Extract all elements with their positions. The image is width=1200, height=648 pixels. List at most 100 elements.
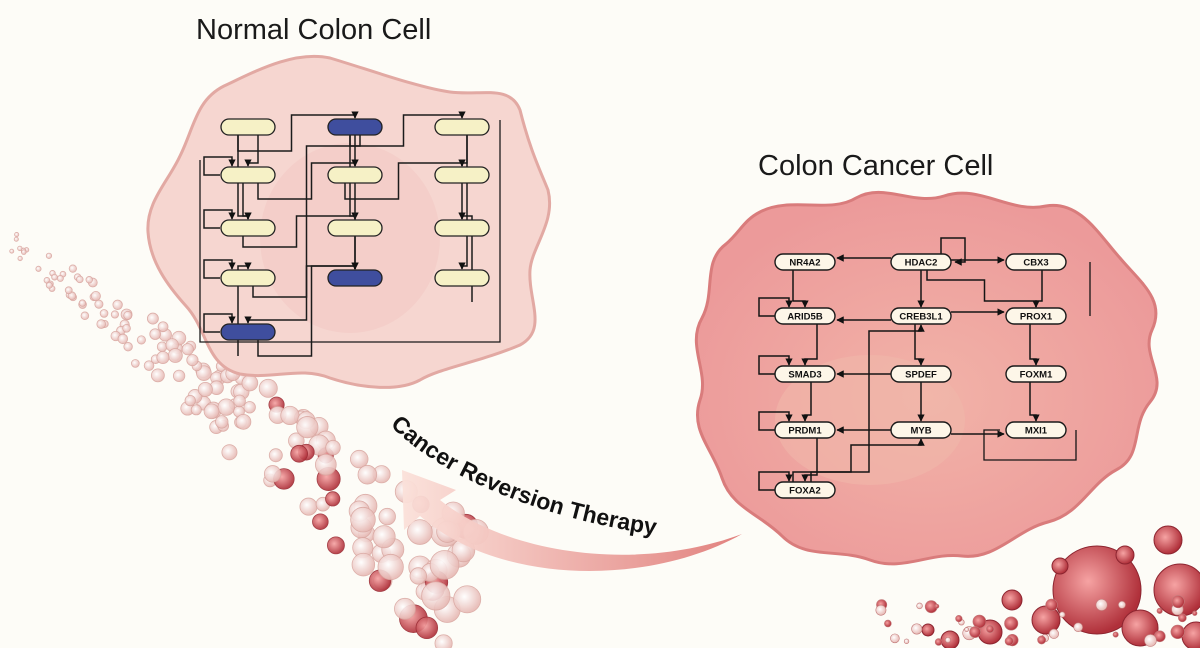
cell-bubble — [215, 415, 229, 429]
normal-edge — [458, 127, 468, 270]
cancer-edge — [792, 438, 925, 482]
cell-bubble — [394, 597, 416, 620]
cancer-cell-bubble — [1181, 621, 1200, 648]
cell-bubble — [453, 585, 482, 614]
cancer-cell-bubble — [875, 604, 887, 616]
cancer-cell-bubble — [921, 623, 935, 637]
cancer-cell-bubble — [972, 614, 987, 629]
cancer-cell-bubble — [934, 638, 943, 646]
cell-bubble — [45, 281, 53, 289]
cell-bubble — [258, 378, 278, 398]
cell-bubble — [167, 348, 183, 363]
cancer-node-label-prdm1: PRDM1 — [788, 426, 822, 437]
normal-self-loop — [203, 313, 236, 333]
cancer-self-loop — [758, 297, 793, 317]
cell-bubble — [233, 394, 246, 408]
cell-bubble — [241, 374, 259, 392]
cancer-cell-bubble — [890, 633, 900, 644]
cancer-node-label-arid5b: ARID5B — [787, 312, 823, 323]
cell-bubble — [421, 581, 451, 611]
cancer-cell-bubble — [1095, 598, 1108, 611]
cell-bubble — [35, 265, 42, 272]
cell-bubble — [78, 299, 87, 307]
cell-bubble — [315, 453, 337, 476]
cell-bubble — [21, 249, 27, 255]
cell-bubble — [150, 368, 165, 383]
cancer-cell-bubble — [1051, 557, 1069, 575]
cancer-cell-bubble — [1178, 613, 1187, 623]
cancer-cell-bubble — [1153, 525, 1183, 555]
cell-bubble — [149, 328, 161, 340]
cell-bubble — [203, 403, 220, 420]
cancer-edge — [983, 262, 1091, 461]
cell-bubble — [357, 464, 378, 485]
normal-node-n1 — [220, 118, 276, 136]
cell-bubble — [13, 236, 19, 242]
cell-bubble — [190, 404, 202, 416]
cell-bubble — [123, 310, 133, 320]
normal-node-n13 — [220, 323, 276, 341]
cell-bubble — [407, 519, 433, 545]
cancer-cell-bubble — [955, 615, 963, 623]
cell-bubble — [85, 276, 93, 284]
cell-bubble — [290, 444, 309, 463]
cancer-cell-bubble — [934, 603, 940, 609]
cell-bubble — [184, 394, 196, 407]
cancer-edge — [801, 382, 812, 422]
cancer-cell-bubble — [1059, 611, 1066, 618]
cell-bubble — [181, 343, 194, 356]
cell-bubble — [280, 405, 300, 426]
cancer-self-loop — [758, 411, 793, 431]
cell-bubble — [325, 491, 341, 507]
cell-bubble — [122, 323, 131, 333]
cell-bubble — [268, 448, 283, 463]
cancer-node-arid5b — [774, 307, 836, 325]
cell-bubble — [80, 311, 90, 321]
cancer-cell-bubble — [903, 638, 910, 644]
cancer-cell-bubble — [1112, 631, 1119, 638]
cancer-node-label-foxa2: FOXA2 — [789, 486, 821, 497]
cancer-node-prox1 — [1005, 307, 1067, 325]
cancer-cell-bubble — [1048, 628, 1059, 639]
cancer-cell-bubble — [1004, 616, 1019, 631]
cell-bubble — [217, 398, 235, 416]
cell-bubble — [94, 299, 104, 309]
cancer-cell-bubble — [911, 623, 923, 635]
cancer-node-label-myb: MYB — [910, 426, 931, 437]
cancer-node-spdef — [890, 365, 952, 383]
cancer-cell-title: Colon Cancer Cell — [758, 150, 994, 182]
cancer-cell-bubble — [1156, 607, 1163, 614]
normal-edge — [242, 175, 252, 220]
cancer-edge — [801, 438, 818, 482]
cancer-node-mxi1 — [1005, 421, 1067, 439]
cancer-cell-bubble — [1001, 589, 1023, 611]
cancer-node-myb — [890, 421, 952, 439]
cell-bubble — [96, 319, 107, 329]
cancer-node-creb3l1 — [890, 307, 952, 325]
cancer-cell-bubble — [986, 624, 995, 633]
cell-bubble — [197, 381, 213, 397]
cell-bubble — [409, 567, 428, 585]
cell-bubble — [372, 525, 396, 549]
cell-bubble — [9, 248, 15, 254]
cell-bubble — [156, 350, 170, 365]
cancer-edge — [801, 324, 818, 366]
cell-bubble — [76, 275, 84, 284]
normal-edge — [237, 262, 252, 356]
cancer-nucleus — [775, 355, 965, 485]
cell-bubble — [157, 321, 169, 333]
cell-bubble — [312, 513, 329, 530]
cell-bubble — [378, 507, 396, 526]
cell-bubble — [14, 232, 20, 238]
normal-self-loop — [203, 259, 236, 279]
normal-edge — [257, 262, 359, 357]
cancer-node-label-cbx3: CBX3 — [1023, 258, 1048, 269]
cancer-self-loop — [758, 355, 793, 375]
cell-bubble — [221, 444, 238, 461]
cell-bubble — [296, 416, 319, 439]
therapy-arrow — [402, 470, 742, 571]
cancer-node-foxa2 — [774, 481, 836, 499]
